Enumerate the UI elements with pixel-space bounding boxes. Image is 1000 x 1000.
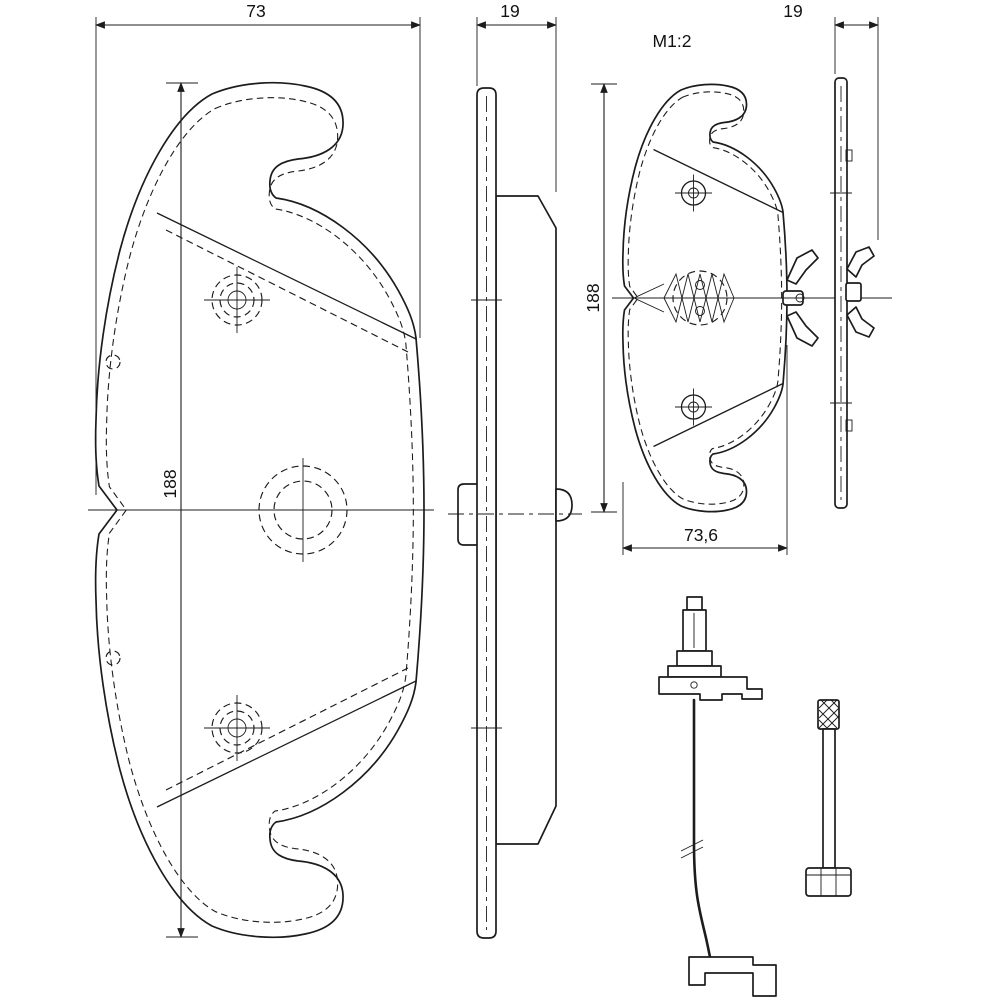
spring-leg-top (633, 283, 665, 299)
bolt-knurl-3 (818, 707, 840, 729)
spring-zigzag-1 (663, 272, 735, 323)
dim-front-width-label: 73 (246, 1, 265, 21)
spring-eye-top (695, 280, 705, 290)
sensor-collar (676, 650, 713, 667)
side-piston-bump (457, 483, 477, 546)
mounting-bolt (805, 699, 852, 897)
scaled-clip-arm-bottom (846, 306, 875, 338)
bolt-shaft (822, 728, 836, 869)
sensor-plug-body (682, 609, 707, 652)
sensor-bracket (658, 676, 763, 701)
side-backing-plate (476, 87, 497, 939)
side-wear-tab (555, 488, 573, 522)
dim-scaled-side-thickness-label: 19 (783, 1, 802, 21)
edge-detail-top (105, 354, 121, 370)
edge-detail-bottom (105, 650, 121, 666)
scaled-side-view-brake-pad (830, 77, 875, 509)
spring-zigzag-2 (663, 273, 735, 324)
bolt-knurl-8 (818, 719, 828, 729)
front-view-brake-pad (88, 81, 434, 939)
sensor-cable (692, 698, 712, 959)
bolt-knurl-5 (830, 699, 840, 709)
bolt-knurl-4 (826, 715, 840, 729)
sensor-contact-shoe (688, 956, 777, 997)
scaled-side-tab-top (845, 149, 853, 162)
clip-arm-bottom (786, 311, 819, 347)
retaining-clip (782, 249, 819, 347)
scaled-clip-arm-top (846, 246, 875, 278)
side-friction-block (495, 195, 557, 845)
bottom-chamfer-line (156, 680, 417, 808)
scale-note-label: M1:2 (653, 31, 692, 51)
dim-scaled-height-label: 188 (583, 283, 603, 312)
cable-break-mark-1 (680, 839, 704, 852)
scaled-top-chamfer-line (653, 148, 784, 214)
scaled-clip-body (845, 282, 862, 302)
spring-leg-bottom (633, 297, 665, 313)
bolt-knurl-6 (820, 699, 840, 719)
dim-scaled-width-label: 73,6 (684, 525, 718, 545)
side-view-brake-pad (448, 87, 582, 939)
dimensions: 73 19 188 M1:2 188 73,6 19 (95, 1, 879, 938)
sensor-plug-tip (686, 596, 703, 611)
sensor-pivot (690, 681, 698, 689)
cable-break-mark-2 (680, 846, 704, 859)
top-chamfer-line (156, 212, 417, 340)
clip-arm-top (786, 249, 819, 285)
bolt-knurl-7 (818, 709, 838, 729)
scaled-side-tab-bottom (845, 419, 853, 432)
scaled-bottom-chamfer-line (653, 382, 784, 448)
dim-side-thickness-label: 19 (500, 1, 519, 21)
bolt-knurl-1 (818, 699, 828, 709)
dim-front-height-label: 188 (160, 469, 180, 498)
sensor-flange (667, 665, 722, 678)
spring-eye-bottom (695, 306, 705, 316)
bolt-head (805, 867, 852, 897)
wear-sensor (658, 596, 777, 997)
